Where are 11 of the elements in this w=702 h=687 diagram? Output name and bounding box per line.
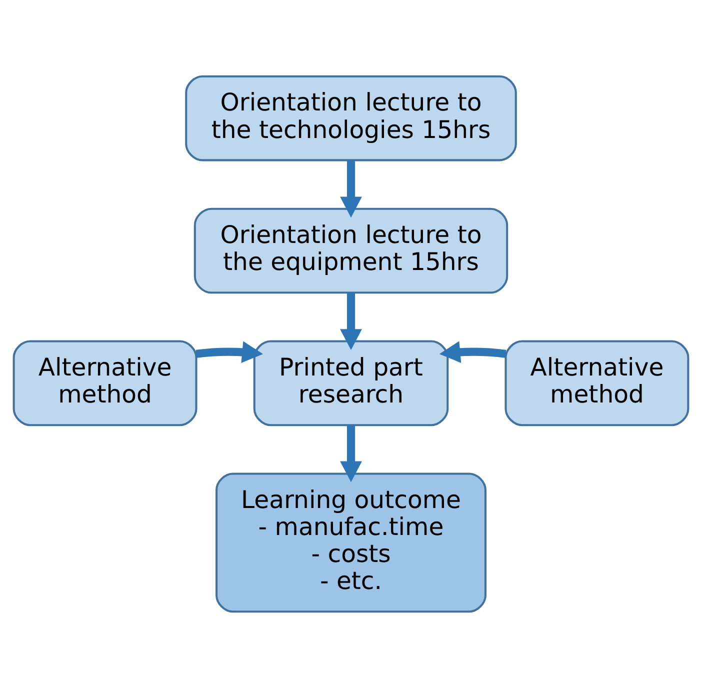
arrow xyxy=(196,340,263,363)
arrow xyxy=(340,424,362,482)
node-box: Orientation lecture to the equipment 15hrs xyxy=(194,207,508,294)
arrow xyxy=(340,292,362,350)
node-box: Alternative method xyxy=(12,340,198,426)
arrow xyxy=(439,340,506,362)
node-box: Alternative method xyxy=(504,340,690,426)
node-box: Learning outcome - manufac.time - costs - etc. xyxy=(216,472,486,612)
node-box: Orientation lecture to the technologies 15hrs xyxy=(185,74,517,161)
arrow xyxy=(340,160,362,218)
node-box: Printed part research xyxy=(253,340,449,426)
